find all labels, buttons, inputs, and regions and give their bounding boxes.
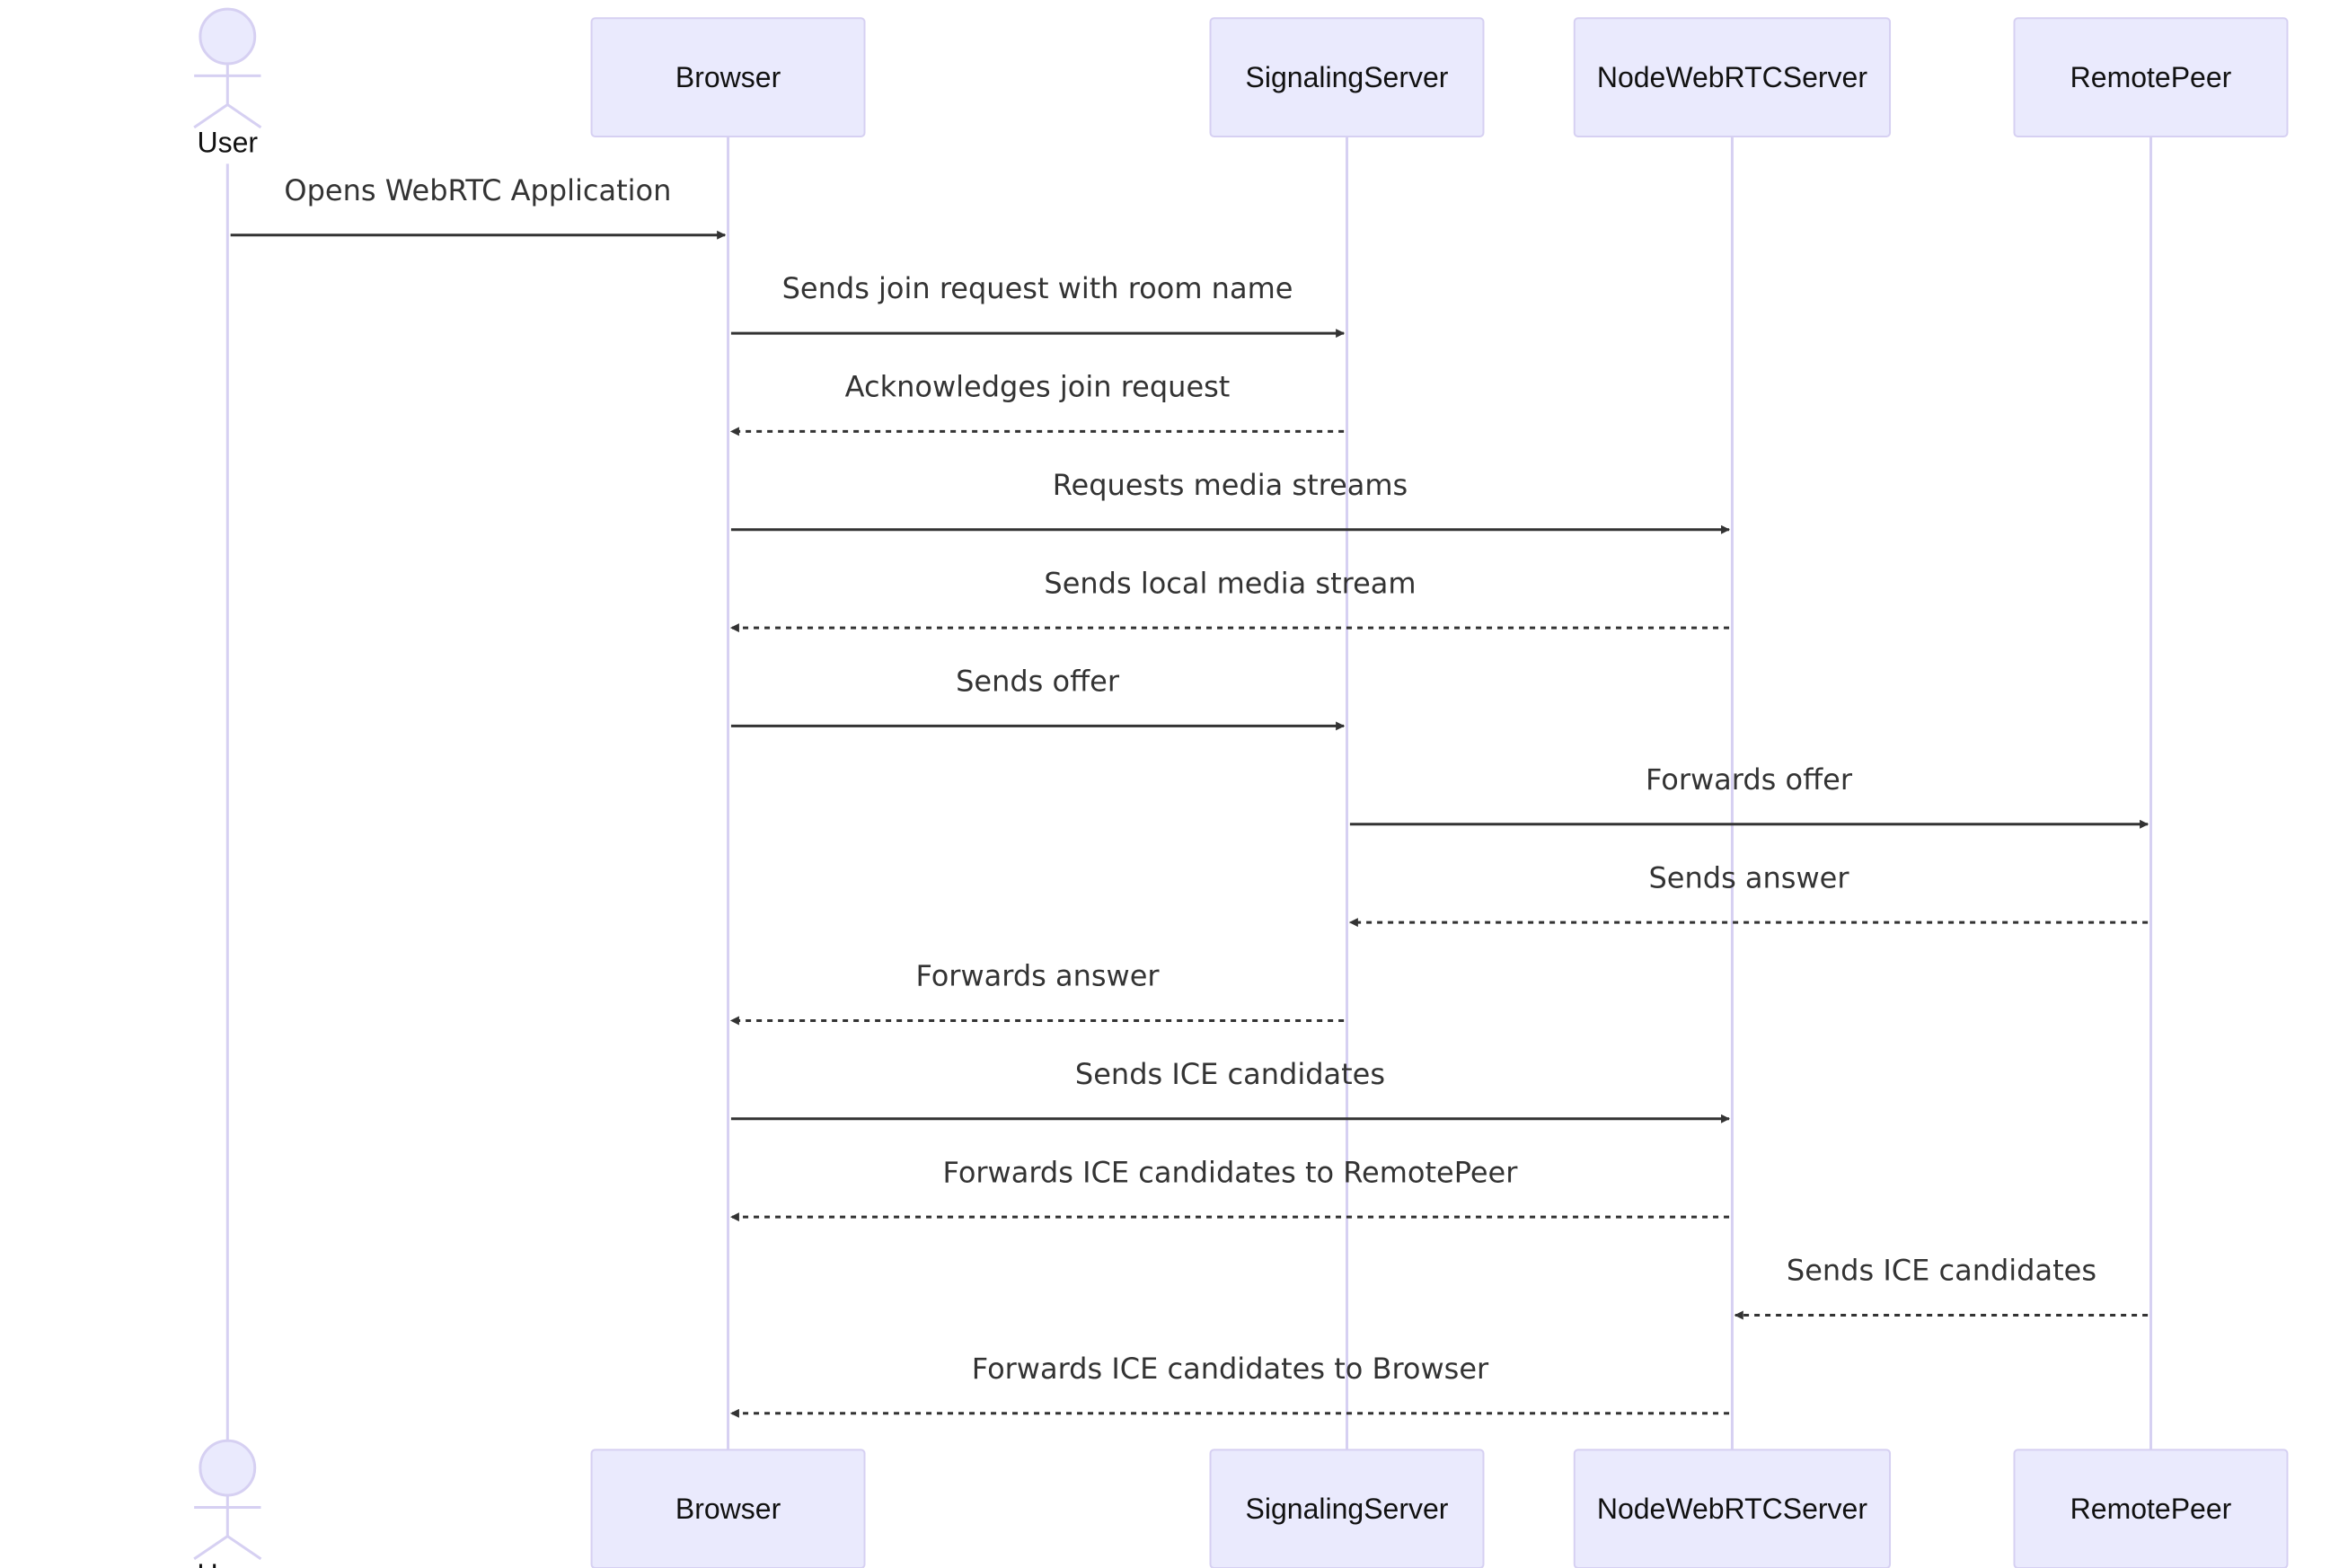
actor-label: User [198, 1558, 259, 1568]
actor-leg-right [226, 103, 262, 129]
message-label: Sends offer [956, 665, 1120, 699]
participant-box [1209, 17, 1485, 137]
message-11: Forwards ICE candidates to RemotePeer [729, 1155, 1730, 1222]
participant-label: NodeWebRTCServer [1597, 61, 1868, 93]
actor-leg-left [193, 1535, 229, 1561]
message-4: Requests media streams [730, 468, 1731, 534]
message-label: Sends local media stream [1044, 566, 1416, 600]
participant-user-bottom: User [193, 1439, 262, 1568]
participant-label: SignalingServer [1246, 61, 1449, 93]
message-3: Acknowledges join request [729, 370, 1345, 436]
participant-browser-bottom: Browser [590, 1449, 866, 1568]
participant-label: RemotePeer [2070, 61, 2232, 93]
message-label: Acknowledges join request [845, 370, 1231, 404]
actor-head-icon [199, 7, 257, 66]
message-8: Sends answer [1348, 860, 2149, 928]
actor-leg-left [193, 103, 229, 129]
participant-label: SignalingServer [1246, 1493, 1449, 1525]
participant-signaling-bottom: SignalingServer [1209, 1449, 1485, 1568]
participant-nodewebrtc-bottom: NodeWebRTCServer [1573, 1449, 1892, 1568]
message-label: Forwards answer [915, 959, 1160, 993]
participant-signaling-top: SignalingServer [1209, 17, 1485, 137]
message-13: Forwards ICE candidates to Browser [729, 1352, 1730, 1418]
participant-label: Browser [675, 1493, 781, 1525]
participant-remote-bottom: RemotePeer [2013, 1449, 2289, 1568]
participant-label: RemotePeer [2070, 1493, 2232, 1525]
message-label: Sends answer [1648, 860, 1849, 894]
participant-browser-top: Browser [590, 17, 866, 137]
message-label: Sends join request with room name [782, 271, 1293, 305]
message-label: Sends ICE candidates [1787, 1254, 2096, 1288]
participant-label: NodeWebRTCServer [1597, 1493, 1868, 1525]
message-12: Sends ICE candidates [1734, 1254, 2149, 1320]
participant-label: Browser [675, 61, 781, 93]
actor-leg-right [226, 1535, 262, 1561]
participant-remote-top: RemotePeer [2013, 17, 2289, 137]
message-label: Forwards offer [1646, 762, 1853, 797]
message-label: Forwards ICE candidates to RemotePeer [943, 1155, 1519, 1189]
message-label: Requests media streams [1053, 468, 1408, 502]
message-9: Forwards answer [729, 959, 1345, 1026]
message-1: Opens WebRTC Application [230, 173, 727, 240]
message-10: Sends ICE candidates [730, 1057, 1731, 1123]
participant-box [1573, 17, 1892, 137]
message-6: Sends offer [730, 665, 1346, 731]
message-label: Sends ICE candidates [1075, 1057, 1385, 1091]
participant-box [1573, 1449, 1892, 1568]
message-7: Forwards offer [1349, 762, 2149, 829]
participant-box [1209, 1449, 1485, 1568]
actor-label: User [198, 127, 259, 159]
message-label: Opens WebRTC Application [284, 173, 671, 207]
message-label: Forwards ICE candidates to Browser [972, 1352, 1489, 1386]
participant-box [2013, 17, 2289, 137]
participant-box [590, 1449, 866, 1568]
participant-box [590, 17, 866, 137]
message-2: Sends join request with room name [730, 271, 1346, 339]
participant-box [2013, 1449, 2289, 1568]
actor-head-icon [199, 1439, 257, 1497]
message-5: Sends local media stream [729, 566, 1730, 633]
participant-user-top: User [193, 7, 262, 159]
participant-nodewebrtc-top: NodeWebRTCServer [1573, 17, 1892, 137]
